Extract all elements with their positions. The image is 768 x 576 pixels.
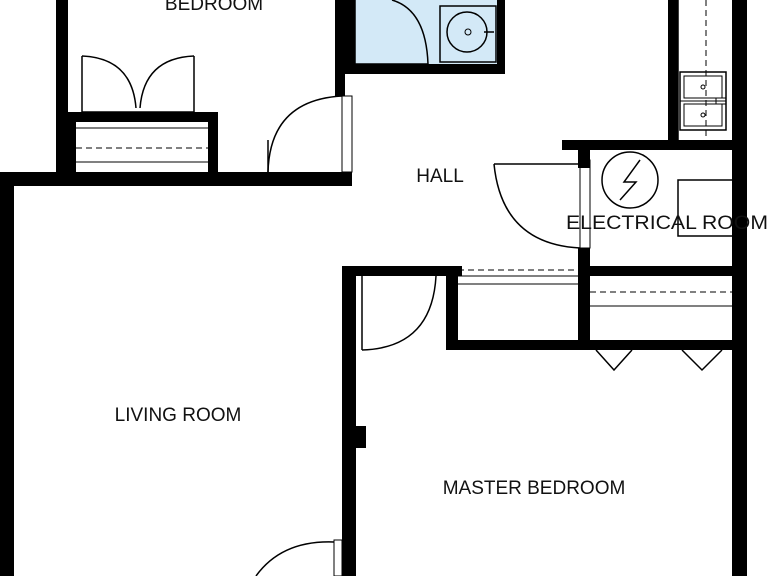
bedroom-closet: [68, 55, 218, 178]
room-label-electrical-room: ELECTRICAL ROOM: [566, 213, 768, 234]
walls: [0, 0, 747, 576]
master-bedroom-door: [361, 273, 437, 351]
room-label-bedroom: BEDROOM: [165, 0, 263, 15]
bedroom-door: [267, 95, 353, 173]
room-label-hall: HALL: [416, 166, 464, 187]
kitchen-counter: [677, 0, 727, 142]
bathroom-floor: [355, 0, 498, 64]
bathroom: [354, 0, 497, 65]
living-room-door: [255, 539, 343, 576]
master-closets: [458, 269, 732, 372]
electrical-room: [493, 151, 735, 249]
room-label-living-room: LIVING ROOM: [115, 405, 242, 426]
room-label-master-bedroom: MASTER BEDROOM: [443, 478, 626, 499]
electrical-symbol-icon: [601, 151, 659, 209]
